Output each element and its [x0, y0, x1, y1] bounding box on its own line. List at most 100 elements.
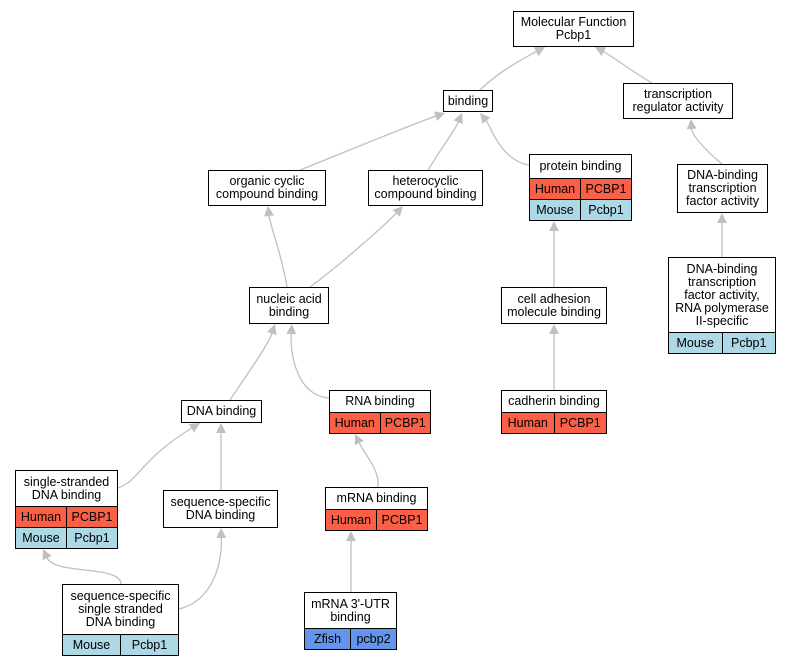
node-dna-binding-tf-activity[interactable]: DNA-binding transcription factor activit… [677, 164, 768, 213]
edge-organic-cyclic-compound-binding-to-binding [299, 115, 436, 171]
arrowhead-sequence-specific-dna-binding-to-dna-binding [216, 423, 226, 433]
gene-label: PCBP1 [66, 507, 117, 527]
node-nucleic-acid-binding[interactable]: nucleic acid binding [249, 287, 329, 324]
node-organic-cyclic-compound-binding[interactable]: organic cyclic compound binding [208, 170, 326, 206]
species-label: Human [534, 182, 576, 196]
annotation-row-human: Human PCBP1 [16, 506, 117, 527]
edge-transcription-regulator-activity-to-molecular-function [603, 51, 653, 84]
gene-label: Pcbp1 [66, 528, 117, 548]
node-binding[interactable]: binding [443, 90, 493, 112]
node-label: sequence-specific single stranded DNA bi… [70, 589, 171, 629]
gene-label: PCBP1 [376, 510, 427, 530]
arrowhead-sequence-specific-ss-dna-binding-to-single-stranded-dna-binding [42, 549, 52, 561]
arrowhead-dna-binding-tf-activity-rnap2-to-dna-binding-tf-activity [717, 213, 727, 223]
edge-mrna-binding-to-rna-binding [358, 442, 379, 488]
annotation-row-human: Human PCBP1 [326, 509, 427, 530]
edge-sequence-specific-ss-dna-binding-to-sequence-specific-dna-binding [178, 537, 222, 610]
arrowhead-heterocyclic-compound-binding-to-binding [453, 113, 463, 125]
node-transcription-regulator-activity[interactable]: transcription regulator activity [623, 83, 733, 119]
node-label: binding [447, 93, 489, 108]
node-label: DNA-binding transcription factor activit… [675, 261, 769, 328]
species-label: Mouse [72, 638, 111, 652]
node-label: DNA binding [186, 404, 257, 418]
node-dna-binding-tf-activity-rnap2[interactable]: DNA-binding transcription factor activit… [668, 257, 776, 354]
arrowhead-binding-to-molecular-function [533, 47, 545, 57]
annotation-row-mouse: Mouse Pcbp1 [16, 527, 117, 548]
node-label: Molecular Function Pcbp1 [520, 15, 627, 42]
annotation-row-mouse: Mouse Pcbp1 [530, 199, 631, 220]
species-label: Human [507, 416, 548, 430]
node-label: sequence-specific DNA binding [170, 495, 271, 522]
edge-rna-binding-to-nucleic-acid-binding [290, 333, 330, 399]
arrowhead-cadherin-binding-to-cell-adhesion-molecule-binding [549, 324, 559, 334]
arrowhead-mrna-binding-to-rna-binding [354, 434, 364, 446]
species-label: Mouse [22, 531, 60, 545]
edge-binding-to-molecular-function [479, 51, 537, 91]
edge-single-stranded-dna-binding-to-dna-binding [117, 427, 192, 489]
gene-label: Pcbp1 [120, 635, 178, 655]
edge-sequence-specific-ss-dna-binding-to-single-stranded-dna-binding [46, 557, 122, 585]
gene-label: Pcbp1 [721, 333, 776, 353]
arrowhead-dna-binding-to-nucleic-acid-binding [267, 324, 277, 336]
edge-dna-binding-to-nucleic-acid-binding [229, 333, 273, 401]
node-sequence-specific-ss-dna-binding[interactable]: sequence-specific single stranded DNA bi… [62, 584, 179, 656]
node-heterocyclic-compound-binding[interactable]: heterocyclic compound binding [368, 170, 483, 206]
species-label: Mouse [676, 336, 715, 350]
edge-heterocyclic-compound-binding-to-binding [427, 121, 459, 171]
arrowhead-rna-binding-to-nucleic-acid-binding [286, 324, 297, 335]
node-label: protein binding [539, 159, 622, 173]
arrowhead-sequence-specific-ss-dna-binding-to-sequence-specific-dna-binding [216, 528, 227, 539]
annotation-row-human: Human PCBP1 [502, 412, 606, 433]
gene-label: pcbp2 [350, 629, 396, 649]
annotation-row-zfish: Zfish pcbp2 [305, 628, 396, 649]
edge-nucleic-acid-binding-to-organic-cyclic-compound-binding [268, 215, 288, 288]
edge-protein-binding-to-binding [485, 120, 530, 166]
gene-label: Pcbp1 [580, 200, 631, 220]
node-label: cell adhesion molecule binding [507, 291, 601, 319]
species-label: Human [20, 510, 62, 524]
annotation-row-human: Human PCBP1 [330, 412, 430, 433]
species-label: Human [334, 416, 375, 430]
node-label: single-stranded DNA binding [23, 474, 110, 502]
node-sequence-specific-dna-binding[interactable]: sequence-specific DNA binding [163, 490, 278, 528]
gene-label: PCBP1 [379, 413, 431, 433]
node-molecular-function[interactable]: Molecular Function Pcbp1 [513, 11, 634, 47]
annotation-row-mouse: Mouse Pcbp1 [63, 634, 178, 655]
arrowhead-cell-adhesion-molecule-binding-to-protein-binding [549, 221, 559, 231]
arrowhead-organic-cyclic-compound-binding-to-binding [433, 111, 445, 121]
node-label: nucleic acid binding [256, 291, 322, 319]
node-label: mRNA binding [336, 491, 417, 505]
node-label: heterocyclic compound binding [374, 174, 477, 201]
arrowhead-protein-binding-to-binding [480, 113, 491, 124]
node-label: organic cyclic compound binding [215, 174, 319, 201]
species-label: Zfish [313, 632, 342, 646]
node-label: transcription regulator activity [632, 87, 724, 114]
annotation-row-mouse: Mouse Pcbp1 [669, 332, 775, 353]
arrowhead-mrna-3utr-binding-to-mrna-binding [346, 531, 356, 541]
gene-label: PCBP1 [553, 413, 607, 433]
species-label: Human [330, 513, 372, 527]
edge-nucleic-acid-binding-to-heterocyclic-compound-binding [309, 212, 397, 288]
arrowhead-nucleic-acid-binding-to-heterocyclic-compound-binding [392, 206, 403, 217]
edge-dna-binding-tf-activity-to-transcription-regulator-activity [690, 128, 723, 165]
node-label: DNA-binding transcription factor activit… [686, 168, 759, 208]
arrowhead-transcription-regulator-activity-to-molecular-function [595, 47, 607, 57]
gene-label: PCBP1 [580, 179, 631, 199]
arrowhead-dna-binding-tf-activity-to-transcription-regulator-activity [686, 119, 697, 130]
node-cell-adhesion-molecule-binding[interactable]: cell adhesion molecule binding [501, 287, 607, 324]
node-dna-binding[interactable]: DNA binding [181, 400, 262, 423]
node-label: cadherin binding [508, 394, 600, 408]
arrowhead-nucleic-acid-binding-to-organic-cyclic-compound-binding [264, 206, 275, 217]
annotation-row-human: Human PCBP1 [530, 178, 631, 199]
arrowhead-single-stranded-dna-binding-to-dna-binding [188, 423, 200, 433]
node-label: mRNA 3'-UTR binding [311, 596, 390, 624]
species-label: Mouse [536, 203, 574, 217]
